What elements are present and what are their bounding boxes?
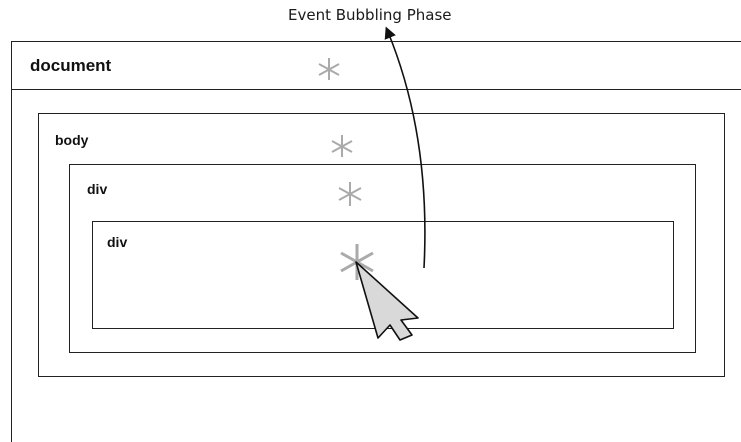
document-divider (11, 89, 741, 90)
inner-div-label: div (107, 234, 128, 250)
phase-caption: Event Bubbling Phase (288, 6, 452, 24)
marker-outer-div-asterisk (338, 182, 362, 206)
body-label: body (55, 132, 89, 148)
outer-div-label: div (87, 181, 108, 197)
body-box (38, 113, 725, 377)
document-label: document (30, 56, 112, 75)
marker-document-asterisk (318, 58, 340, 80)
document-frame (11, 41, 741, 442)
diagram-overlay (318, 26, 426, 341)
bubbling-arrow (384, 26, 426, 269)
marker-body-asterisk (331, 135, 353, 157)
mouse-cursor-icon (355, 261, 419, 341)
outer-div-box (69, 164, 696, 353)
